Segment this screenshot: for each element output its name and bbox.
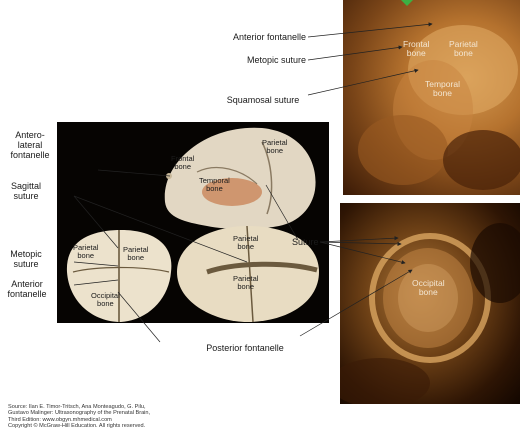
top-parietal-left-label: Parietal bone [73,243,99,260]
sagittal-suture-label: Sagittal suture [10,181,42,201]
lateral-parietal-bone-label: Parietal bone [262,138,288,155]
temporal-bone-label: Temporal bone [425,79,460,98]
suture-label: Suture [292,237,319,247]
ultrasound-image-top: Frontal bone Parietal bone Temporal bone [343,0,520,195]
posterior-fontanelle-label: Posterior fontanelle [206,343,284,353]
top-parietal-right-label: Parietal bone [123,245,149,262]
ultrasound-image-bottom: Occipital bone [340,203,520,404]
skull-photograph: Parietal bone Frontal bone Temporal bone… [57,122,329,323]
ultrasound-texture-bottom [340,223,520,404]
anterior-fontanelle-left-label: Anterior fontanelle [7,279,47,299]
metopic-suture-label: Metopic suture [246,55,306,65]
lateral-frontal-bone-label: Frontal bone [171,154,195,171]
occipital-bone-label: Occipital bone [412,278,445,297]
posterior-parietal-bottom-label: Parietal bone [233,274,259,291]
anterolateral-fontanelle-label: Antero- lateral fontanelle [10,130,50,160]
top-occipital-bone-label: Occipital bone [91,291,120,308]
squamosal-suture-label: Squamosal suture [226,95,300,105]
metopic-suture-left-label: Metopic suture [10,249,42,269]
posterior-parietal-top-label: Parietal bone [233,234,259,251]
parietal-bone-label: Parietal bone [449,39,478,58]
lateral-temporal-bone-label: Temporal bone [199,176,230,193]
source-credit: Source: Ilan E. Timor-Tritsch, Ana Monte… [8,404,151,429]
frontal-bone-label: Frontal bone [403,39,430,58]
anterior-fontanelle-label: Anterior fontanelle [232,32,306,42]
